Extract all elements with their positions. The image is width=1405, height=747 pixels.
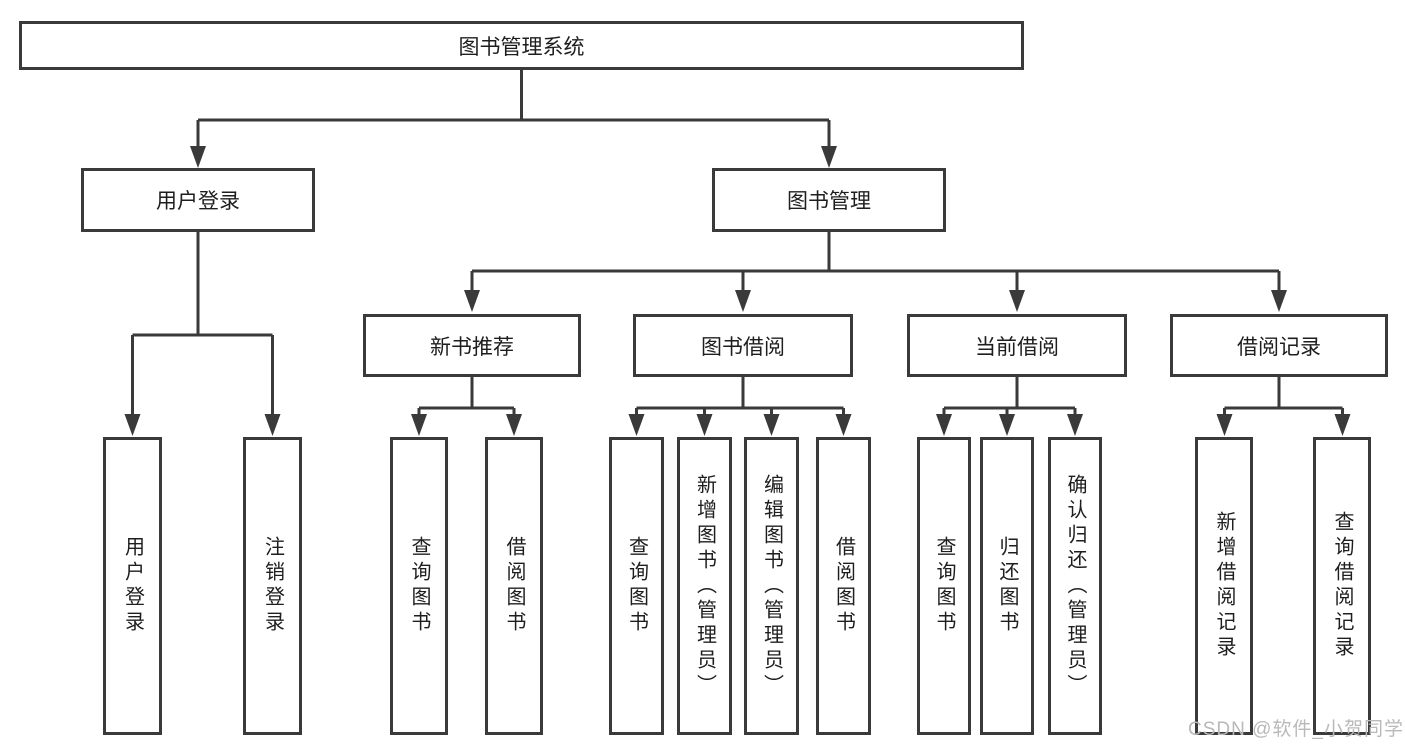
node-library-system: 图书管理系统	[19, 21, 1024, 70]
arrow-icon	[1271, 290, 1287, 312]
leaf-user-login: 用户登录	[103, 437, 162, 735]
watermark-text: CSDN @软件_小贺同学	[1188, 719, 1404, 740]
leaf-label: 用户登录	[121, 536, 144, 636]
leaf-label: 查询图书	[625, 536, 648, 636]
leaf-label: 编辑图书（管理员）	[760, 473, 783, 699]
leaf-label: 查询图书	[933, 536, 955, 636]
leaf-query-borrow-record: 查询借阅记录	[1313, 437, 1371, 735]
arrow-icon	[735, 290, 751, 312]
arrow-icon	[835, 414, 852, 436]
node-book-borrowing: 图书借阅	[633, 314, 853, 377]
node-user-login: 用户登录	[81, 168, 315, 232]
arrow-icon	[464, 290, 480, 312]
arrow-icon	[999, 414, 1015, 436]
arrow-icon	[936, 414, 952, 436]
leaf-borrow-books-borrowing: 借阅图书	[816, 437, 871, 735]
leaf-borrow-books-recommendation: 借阅图书	[485, 437, 543, 735]
leaf-label: 查询图书	[408, 536, 430, 636]
arrow-icon	[763, 414, 780, 436]
leaf-label: 新增借阅记录	[1213, 511, 1235, 661]
arrow-icon	[1216, 414, 1233, 436]
tree-edges	[131, 70, 1344, 415]
leaf-query-books-recommendation: 查询图书	[390, 437, 448, 735]
arrow-icon	[1334, 414, 1351, 436]
leaf-label: 借阅图书	[503, 536, 525, 636]
arrow-icon	[1009, 290, 1025, 312]
leaf-label: 借阅图书	[832, 536, 855, 636]
arrow-icon	[124, 414, 141, 436]
leaf-label: 归还图书	[996, 536, 1018, 636]
node-current-borrowing: 当前借阅	[907, 314, 1127, 377]
leaf-add-book-admin: 新增图书（管理员）	[677, 437, 732, 735]
leaf-logout-login: 注销登录	[243, 437, 302, 735]
arrow-icon	[264, 414, 281, 436]
leaf-label: 注销登录	[261, 536, 284, 636]
leaf-query-books-borrowing: 查询图书	[609, 437, 664, 735]
leaf-label: 查询借阅记录	[1331, 511, 1353, 661]
leaf-add-borrow-record: 新增借阅记录	[1195, 437, 1253, 735]
arrow-icon	[190, 146, 206, 168]
arrow-icon	[821, 146, 837, 168]
arrow-icon	[411, 414, 427, 436]
arrow-icon	[696, 414, 713, 436]
leaf-label: 确认归还（管理员）	[1064, 473, 1086, 699]
arrow-icon	[1067, 414, 1083, 436]
node-book-management: 图书管理	[712, 168, 946, 232]
leaf-confirm-return-admin: 确认归还（管理员）	[1048, 437, 1102, 735]
leaf-edit-book-admin: 编辑图书（管理员）	[744, 437, 799, 735]
leaf-label: 新增图书（管理员）	[693, 473, 716, 699]
leaf-return-books: 归还图书	[980, 437, 1034, 735]
leaf-query-books-current: 查询图书	[917, 437, 971, 735]
node-borrowing-records: 借阅记录	[1170, 314, 1388, 377]
arrowheads	[124, 146, 1351, 436]
arrow-icon	[506, 414, 522, 436]
arrow-icon	[628, 414, 645, 436]
node-new-book-recommendation: 新书推荐	[363, 314, 581, 377]
